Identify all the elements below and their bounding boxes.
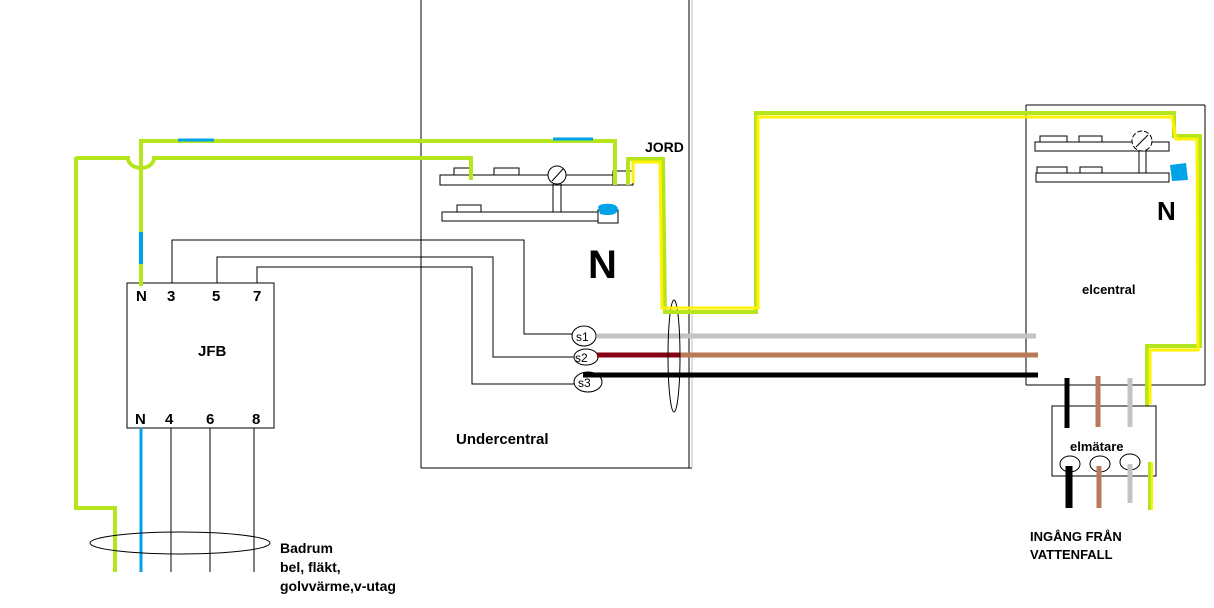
wire-jfb3-s1 [171,239,572,335]
supply-label-1: INGÅNG FRÅN [1030,529,1122,544]
jfb-terminal-n-top: N [136,288,147,305]
earth-wire-bathroom [76,156,473,180]
wire-jfb5-s2 [216,256,574,358]
elcentral-neutral-busbar [1035,163,1188,183]
undercentral-neutral-label: N [588,243,617,287]
jfb-terminal-3: 3 [167,288,175,305]
terminal-s1: s1 [571,325,597,347]
cable-gland [667,299,681,413]
bathroom-cable-ellipse [89,531,271,555]
elmatare-box [1051,405,1157,477]
elcentral-box [1025,104,1206,386]
wire-jfb7-s3 [256,266,575,385]
jfb-terminal-5: 5 [212,288,220,305]
elcentral-label: elcentral [1082,282,1135,297]
elcentral-neutral-blue [1170,163,1188,181]
jfb-label: JFB [198,343,227,360]
undercentral-box [420,0,693,469]
svg-text:s3: s3 [578,376,591,390]
elcentral-earth-busbar [1034,130,1170,173]
bathroom-label-3: golvvärme,v-utag [280,578,396,594]
jfb-box [126,282,275,429]
neutral-connection-blue [598,203,618,216]
earth-wire-jfb-to-undercentral [139,139,617,286]
bathroom-label-2: bel, fläkt, [280,559,341,575]
terminal-s2: s2 [573,348,599,366]
terminal-s3: s3 [573,371,603,393]
earth-wire-jord [626,111,1202,406]
jfb-terminal-6: 6 [206,411,214,428]
jfb-terminal-8: 8 [252,411,260,428]
elcentral-neutral-label: N [1157,196,1176,226]
earth-wire-jord-yellow [631,115,1200,404]
jfb-terminal-n-bottom: N [135,411,146,428]
jfb-terminal-7: 7 [253,288,261,305]
supply-label-2: VATTENFALL [1030,547,1113,562]
earth-label-jord: JORD [645,139,684,155]
jfb-terminal-4: 4 [165,411,174,428]
undercentral-neutral-busbar [441,203,619,224]
svg-text:s1: s1 [576,330,589,344]
bathroom-label-1: Badrum [280,540,333,556]
svg-text:s2: s2 [575,351,588,365]
earth-wire-bathroom-drop [74,157,117,572]
undercentral-label: Undercentral [456,431,549,448]
elmatare-label: elmätare [1070,439,1123,454]
